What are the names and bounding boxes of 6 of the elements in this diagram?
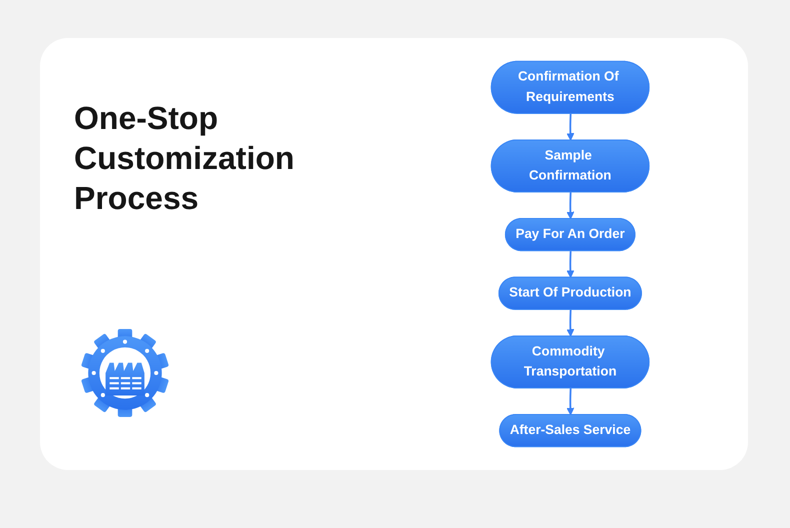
arrow (566, 114, 574, 141)
diagram-title: One-Stop Customization Process (74, 99, 296, 218)
arrow (566, 388, 574, 416)
arrow (566, 310, 574, 337)
arrow (566, 192, 574, 220)
arrow (566, 251, 574, 278)
